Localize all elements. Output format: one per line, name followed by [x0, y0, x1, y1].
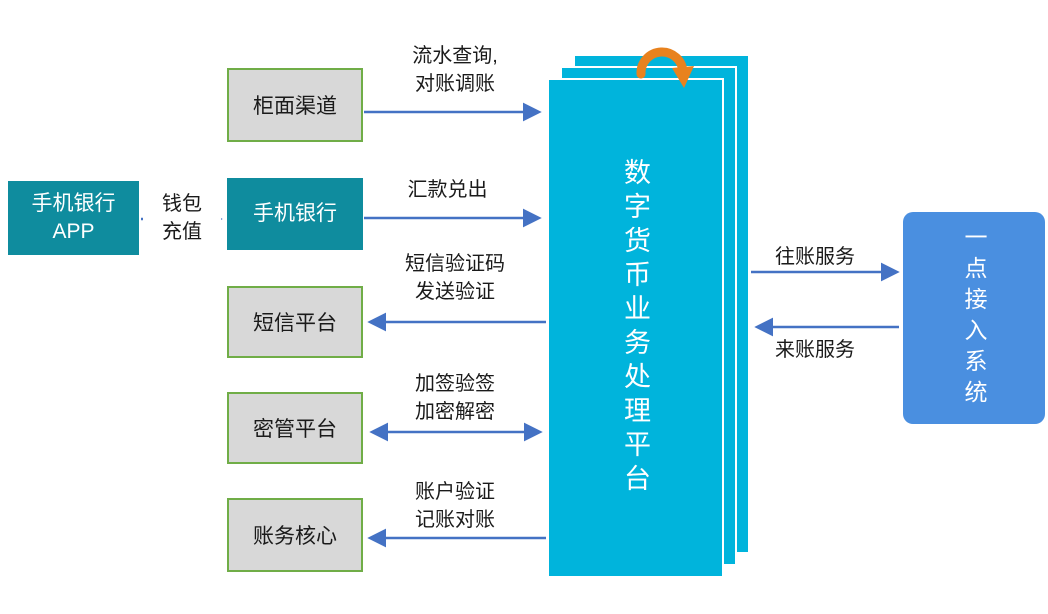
node-accounting-core: 账务核心 — [227, 498, 363, 572]
node-mobile-banking: 手机银行 — [227, 178, 363, 250]
edge-label-wallet-recharge: 钱包 充值 — [143, 190, 221, 246]
edge-label-sign-encrypt: 加签验签 加密解密 — [415, 373, 495, 423]
node-counter-channel-label: 柜面渠道 — [253, 95, 337, 118]
edge-label-statement-query: 流水查询, 对账调账 — [412, 45, 498, 95]
node-sms-platform: 短信平台 — [227, 286, 363, 358]
edge-label-incoming-service: 来账服务 — [775, 339, 855, 361]
node-one-point-access-system: 一点接入系统 — [903, 212, 1045, 424]
node-digital-currency-platform: 数字货币业务处理平台 — [547, 78, 724, 578]
edge-label-sms-verify: 短信验证码 发送验证 — [405, 253, 505, 303]
edge-label-outgoing-service: 往账服务 — [775, 246, 855, 268]
node-sms-platform-label: 短信平台 — [253, 312, 337, 335]
node-mobile-banking-app: 手机银行 APP — [8, 181, 139, 255]
node-key-management-platform: 密管平台 — [227, 392, 363, 464]
node-mobile-banking-label: 手机银行 — [253, 202, 337, 225]
node-accounting-core-label: 账务核心 — [253, 525, 337, 548]
node-digital-currency-platform-label: 数字货币业务处理平台 — [620, 158, 650, 498]
node-one-point-access-system-label: 一点接入系统 — [961, 225, 987, 411]
node-counter-channel: 柜面渠道 — [227, 68, 363, 142]
edge-label-account-verify: 账户验证 记账对账 — [415, 481, 495, 531]
node-mobile-banking-app-label: 手机银行 APP — [31, 192, 116, 243]
node-key-management-platform-label: 密管平台 — [253, 418, 337, 441]
edge-label-remittance: 汇款兑出 — [407, 179, 488, 201]
